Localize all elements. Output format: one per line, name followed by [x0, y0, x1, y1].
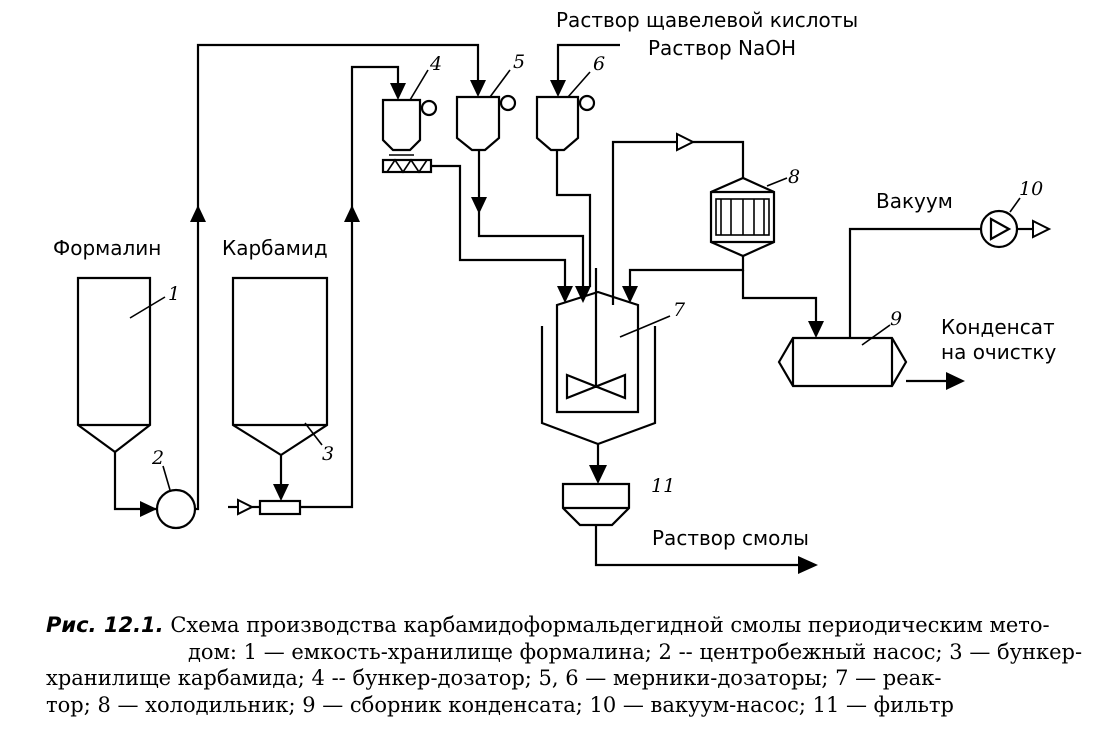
naoh-label: Раствор NaOH [648, 36, 796, 60]
caption-line-2: дом: 1 — емкость-хранилище формалина; 2 … [188, 639, 1083, 664]
measuring-doser-6 [535, 94, 596, 152]
number-7: 7 [673, 299, 686, 321]
number-1: 1 [168, 283, 180, 305]
to-treatment-label: на очистку [941, 340, 1056, 364]
carbamide-label: Карбамид [222, 236, 328, 260]
formalin-storage-tank [76, 276, 152, 454]
doser6-to-reactor-line [555, 150, 592, 287]
reactor [540, 268, 657, 446]
screw-feeder-lower [258, 499, 302, 516]
formalin-line [113, 452, 157, 511]
vacuum-line [848, 227, 981, 338]
caption-line-1: Схема производства карбамидоформальдегид… [170, 613, 1050, 637]
number-10: 10 [1019, 178, 1043, 200]
number-8: 8 [788, 166, 800, 188]
screw-feeder-upper [381, 154, 433, 174]
resin-outlet-line [594, 525, 800, 567]
measuring-doser-5 [455, 94, 517, 152]
condensate-label: Конденсат [941, 315, 1055, 339]
dosing-bunker [381, 98, 438, 152]
condensate-collector [777, 336, 908, 388]
number-9: 9 [890, 308, 902, 330]
reflux-line [628, 256, 745, 287]
centrifugal-pump [155, 488, 197, 530]
figure-caption: Рис. 12.1. Схема производства карбамидоф… [46, 612, 1086, 718]
number-11: 11 [651, 475, 675, 497]
process-flow-diagram: Формалин Карбамид Раствор щавелевой кисл… [53, 8, 1056, 574]
number-leaders [129, 69, 1021, 491]
formalin-label: Формалин [53, 236, 161, 260]
carbamide-storage-bunker [231, 276, 329, 457]
number-4: 4 [429, 53, 442, 75]
condensate-line [741, 270, 818, 325]
caption-line-4: тор; 8 — холодильник; 9 — сборник конден… [46, 692, 954, 717]
feeder-to-reactor-line [431, 164, 567, 287]
caption-line-3: хранилище карбамида; 4 -- бункер-дозатор… [46, 666, 942, 690]
flow-arrows [140, 80, 1052, 574]
number-3: 3 [322, 443, 334, 465]
caption-label: Рис. 12.1. [46, 613, 164, 637]
cooler [709, 176, 776, 258]
vacuum-pump [979, 209, 1019, 249]
reagent-feed-line [556, 43, 620, 88]
oxalic-acid-label: Раствор щавелевой кислоты [556, 8, 858, 32]
resin-solution-label: Раствор смолы [652, 526, 809, 550]
vapour-line [611, 140, 677, 305]
vacuum-label: Вакуум [876, 189, 953, 213]
number-5: 5 [513, 51, 525, 73]
filter [561, 482, 631, 527]
number-2: 2 [151, 447, 164, 469]
number-6: 6 [593, 53, 605, 75]
